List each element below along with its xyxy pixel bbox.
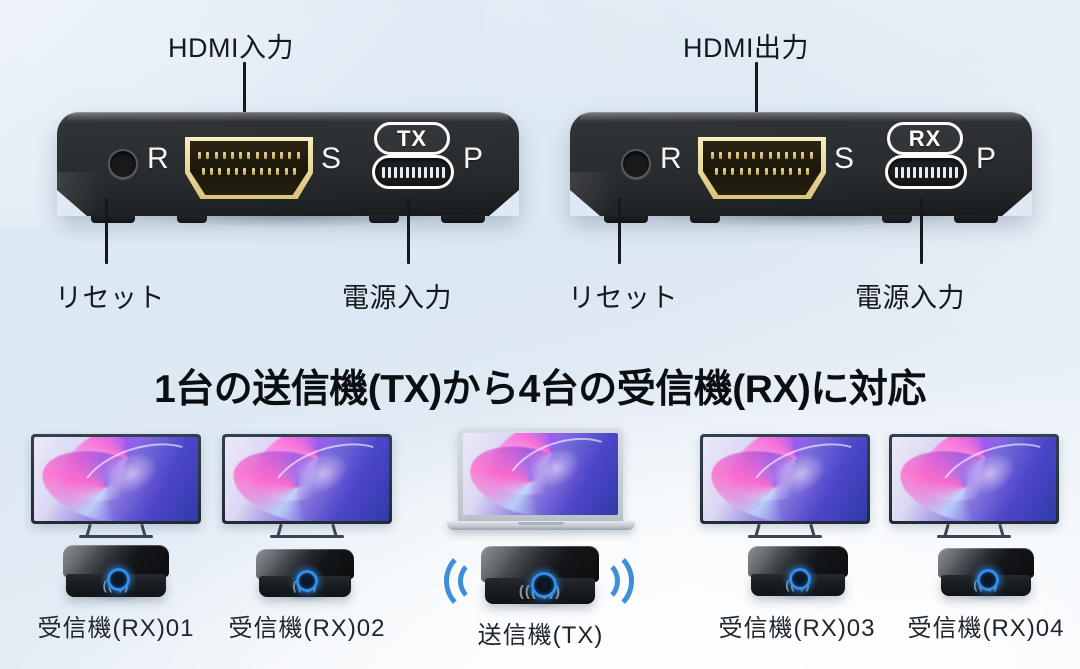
tv-screen-wallpaper xyxy=(892,437,1056,521)
hdmi-output-leader-line xyxy=(755,62,758,124)
wireless-wave-left xyxy=(440,545,486,613)
reset-leader-line-tx xyxy=(105,198,108,264)
tv-display-rx02 xyxy=(222,434,392,524)
hdmi-port-letter: S xyxy=(834,142,855,175)
hdmi-port-icon[interactable] xyxy=(185,137,313,199)
tv-stand-rx03 xyxy=(748,523,822,538)
receiver-box-rx04: ((•)) xyxy=(938,548,1034,605)
tx-badge: TX xyxy=(374,122,450,155)
tv-stand-rx04 xyxy=(937,523,1011,538)
transmitter-box-tx: (((•))) xyxy=(481,546,599,613)
tv-display-rx01 xyxy=(31,434,201,524)
led-indicator-icon xyxy=(107,568,130,591)
receiver-box-rx02: ((•)) xyxy=(256,549,354,606)
laptop-display-tx xyxy=(458,428,623,523)
led-indicator-icon xyxy=(296,570,318,592)
transmitter-foot-left xyxy=(91,215,135,223)
receiver-top-highlight xyxy=(579,112,1023,122)
hdmi-port-letter: S xyxy=(321,142,342,175)
device-caption-rx03: 受信機(RX)03 xyxy=(718,615,876,642)
receiver-box-rx03: ((•)) xyxy=(748,546,848,605)
power-port-letter: P xyxy=(976,142,997,175)
transmitter-foot-midright xyxy=(369,215,399,223)
tv-screen-wallpaper xyxy=(703,437,867,521)
transmitter-foot-midleft xyxy=(177,215,207,223)
led-indicator-icon xyxy=(789,568,811,590)
hdmi-input-callout-label: HDMI入力 xyxy=(168,33,294,63)
receiver-drop-shadow xyxy=(588,216,1014,232)
receiver-foot-right xyxy=(954,215,998,223)
laptop-base xyxy=(447,521,635,530)
led-indicator-icon xyxy=(977,569,999,591)
usb-c-port-icon[interactable] xyxy=(885,155,967,189)
tv-display-rx03 xyxy=(700,434,870,524)
receiver-box-rx01: ((•)) xyxy=(63,545,169,606)
hdmi-input-leader-line xyxy=(243,62,246,124)
reset-callout-label-tx: リセット xyxy=(55,283,165,313)
rx-badge: RX xyxy=(887,122,963,155)
transmitter-top-highlight xyxy=(66,112,510,122)
device-caption-rx02: 受信機(RX)02 xyxy=(228,615,386,642)
reset-port-letter: R xyxy=(660,142,682,175)
tv-stand-rx01 xyxy=(79,523,153,538)
power-leader-line-tx xyxy=(407,198,410,264)
transmitter-drop-shadow xyxy=(75,216,501,232)
reset-port-letter: R xyxy=(147,142,169,175)
led-indicator-icon xyxy=(531,572,557,598)
tv-display-rx04 xyxy=(889,434,1059,524)
reset-pinhole-icon[interactable] xyxy=(108,149,138,179)
reset-leader-line-rx xyxy=(618,198,621,264)
power-callout-label-tx: 電源入力 xyxy=(342,283,452,313)
power-leader-line-rx xyxy=(920,198,923,264)
transmitter-device: R S TX P xyxy=(57,112,519,232)
power-callout-label-rx: 電源入力 xyxy=(855,283,965,313)
transmitter-foot-right xyxy=(441,215,485,223)
tv-stand-rx02 xyxy=(270,523,344,538)
device-caption-rx04: 受信機(RX)04 xyxy=(907,615,1065,642)
reset-pinhole-icon[interactable] xyxy=(621,149,651,179)
device-caption-tx: 送信機(TX) xyxy=(477,622,604,649)
reset-callout-label-rx: リセット xyxy=(568,283,678,313)
power-port-letter: P xyxy=(463,142,484,175)
receiver-foot-midright xyxy=(882,215,912,223)
hdmi-output-callout-label: HDMI出力 xyxy=(683,33,809,63)
hdmi-port-icon[interactable] xyxy=(698,137,826,199)
wireless-wave-right xyxy=(592,545,638,613)
laptop-screen-wallpaper xyxy=(463,433,618,515)
usb-c-port-icon[interactable] xyxy=(372,155,454,189)
receiver-foot-left xyxy=(604,215,648,223)
device-caption-rx01: 受信機(RX)01 xyxy=(37,615,195,642)
tv-screen-wallpaper xyxy=(34,437,198,521)
tv-screen-wallpaper xyxy=(225,437,389,521)
page-headline: 1台の送信機(TX)から4台の受信機(RX)に対応 xyxy=(154,368,926,411)
receiver-foot-midleft xyxy=(690,215,720,223)
receiver-device: R S RX P xyxy=(570,112,1032,232)
